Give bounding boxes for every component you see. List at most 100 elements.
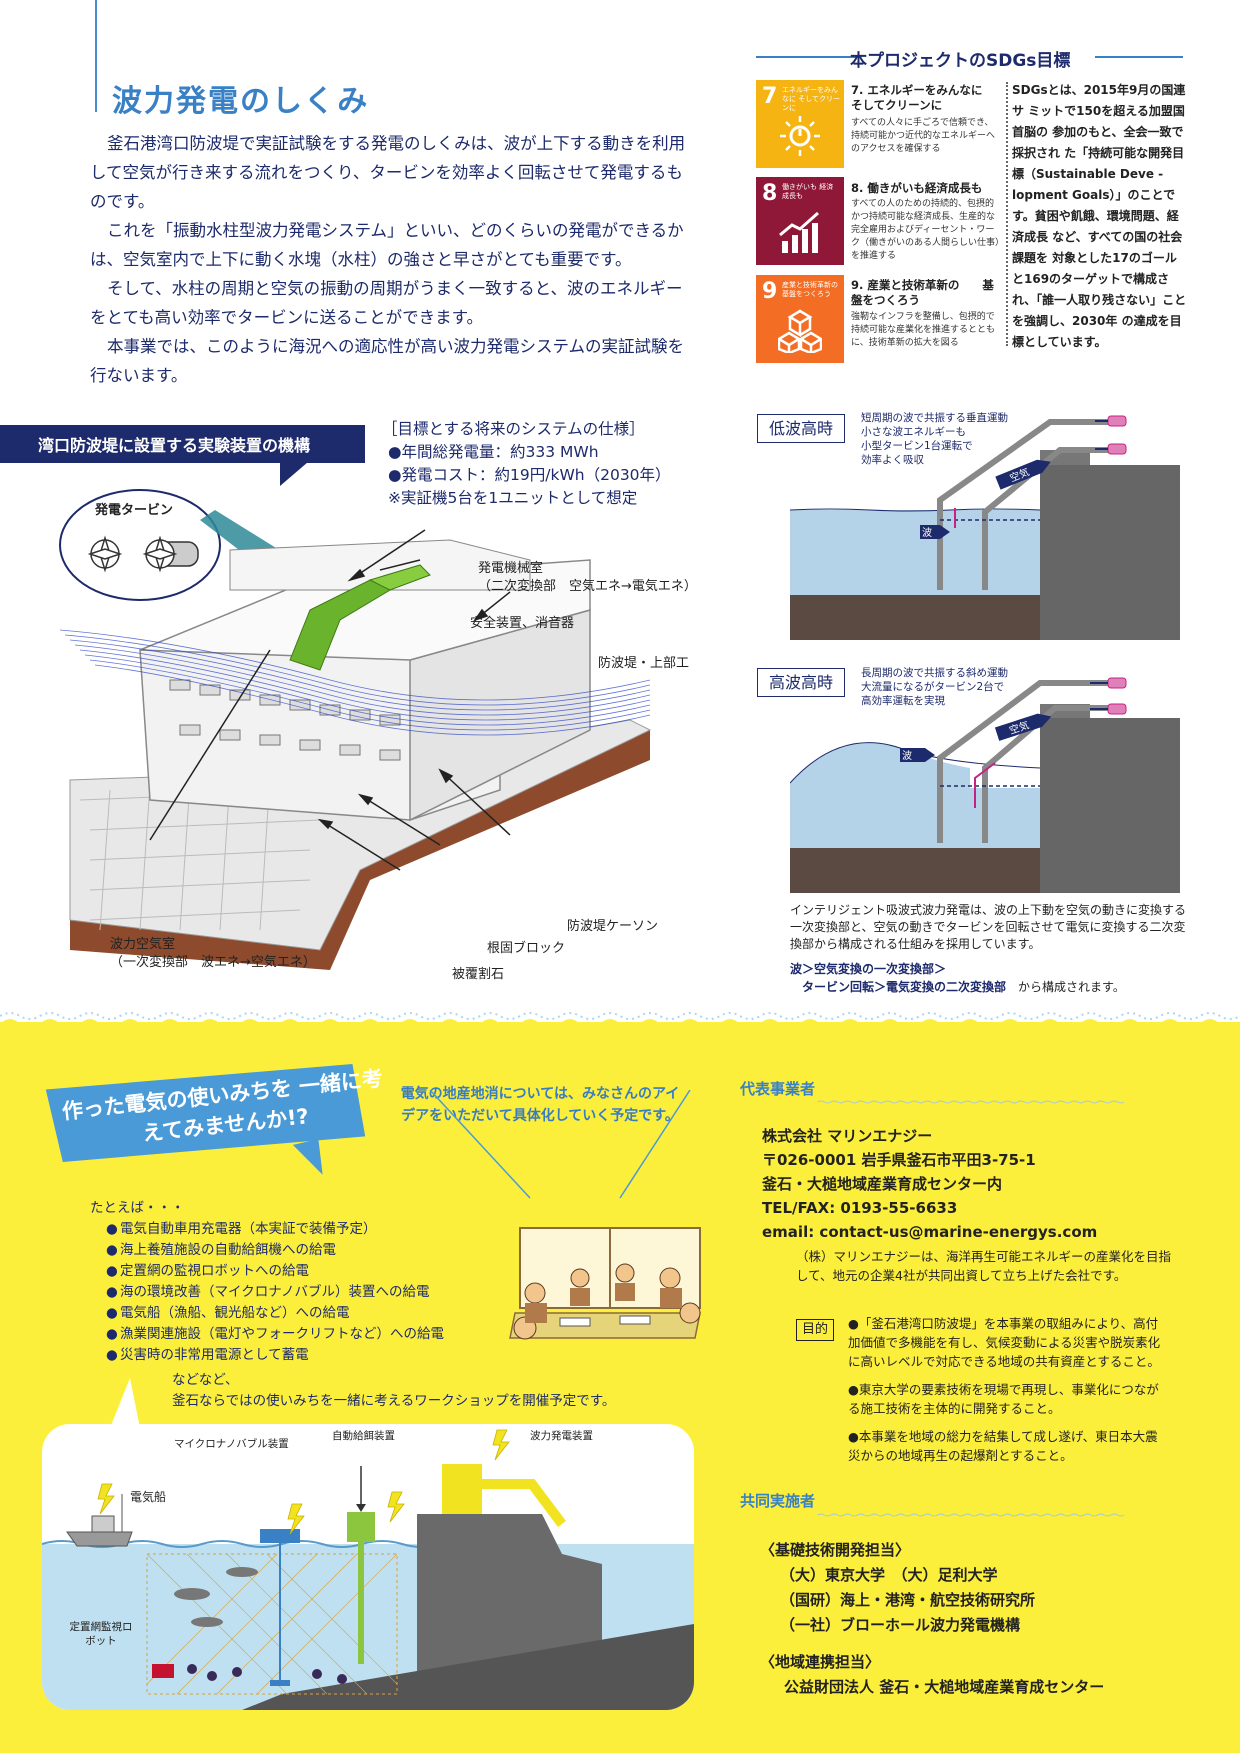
breakwater-diagram	[59, 489, 652, 970]
heading-wave-rule	[817, 1513, 1125, 1517]
partners-heading: 共同実施者	[740, 1492, 816, 1510]
company-address2: 釜石・大槌地域産業育成センター内	[762, 1175, 1003, 1193]
sdg-8-badge: 8 働きがいも 経済成長も	[756, 177, 844, 265]
sdg-7-badge: 7 エネルギーをみんなに そしてクリーンに	[756, 80, 844, 168]
turbine-icon	[87, 535, 199, 573]
purpose-item: ●東京大学の要素技術を現場で再現し、事業化につながる施工技術を主体的に開発するこ…	[848, 1382, 1159, 1416]
partners-list: 〈基礎技術開発担当〉 （大）東京大学 （大）足利大学 （国研）海上・港湾・航空技…	[760, 1538, 1104, 1700]
turbine-label: 発電タービン	[95, 503, 174, 518]
sea-scene-illustration	[42, 1429, 694, 1710]
summary-line: 波＞空気変換の一次変換部＞	[790, 962, 947, 976]
note-line: 効率よく吸収	[861, 454, 924, 466]
purpose-list: ●「釜石港湾口防波堤」を本事業の取組みにより、高付加価値で多機能を有し、気候変動…	[848, 1314, 1168, 1474]
sdg-heading-rule	[1095, 56, 1183, 58]
wave-explanation: インテリジェント吸波式波力発電は、波の上下動を空気の動きに変換する一次変換部と、…	[790, 903, 1187, 951]
spec-line: ●発電コスト：約19円/kWh（2030年）	[388, 466, 671, 484]
sdg-8-title: 8. 働きがいも経済成長も	[851, 181, 983, 195]
low-wave-diagram: 波 空気	[790, 415, 1180, 640]
tech-heading: 〈基礎技術開発担当〉	[760, 1541, 911, 1559]
region-partner: 公益財団法人 釜石・大槌地域産業育成センター	[784, 1678, 1105, 1696]
company-description: （株）マリンエナジーは、海洋再生可能エネルギーの産業化を目指して、地元の企業4社…	[796, 1249, 1172, 1283]
company-email[interactable]: email: contact-us@marine-energys.com	[762, 1223, 1098, 1241]
workshop-note: などなど、 釜石ならではの使いみちを一緒に考えるワークショップを開催予定です。	[172, 1370, 615, 1412]
low-wave-tag: 低波高時	[757, 414, 845, 443]
high-wave-diagram: 波 空気	[790, 677, 1180, 893]
wave-text: 波	[902, 749, 912, 762]
company-name: 株式会社 マリンエナジー	[762, 1127, 933, 1145]
workshop-illustration	[509, 1227, 701, 1340]
label-bubble-device: マイクロナノバブル装置	[174, 1438, 289, 1450]
label-safety: 安全装置、消音器	[470, 616, 575, 631]
wave-text: 波	[922, 526, 932, 539]
sdg-number: 7	[762, 84, 778, 109]
sdg-8-desc: すべての人のための持続的、包摂的かつ持続可能な経済成長、生産的な完全雇用およびデ…	[851, 199, 1000, 261]
cubes-icon	[778, 309, 822, 353]
wavy-divider	[0, 1012, 1240, 1034]
sdg-9-title: 9. 産業と技術革新の 基盤をつくろう	[851, 278, 994, 307]
label-machine-room: 発電機械室	[478, 561, 544, 576]
turbine-small-icon	[1095, 415, 1127, 455]
intro-text: 釜石港湾口防波堤で実証試験をする発電のしくみは、波が上下する動きを利用して空気が…	[90, 129, 690, 390]
sdg-number: 9	[762, 279, 778, 304]
label-feeder: 自動給餌装置	[332, 1430, 395, 1442]
example-item: 海の環境改善（マイクロナノバブル）装置への給電	[106, 1282, 444, 1303]
example-item: 漁業関連施設（電灯やフォークリフトなど）への給電	[106, 1324, 444, 1345]
tech-partner: （一社）ブローホール波力発電機構	[780, 1616, 1021, 1634]
device-callout-title: 湾口防波堤に設置する実験装置の機構	[38, 436, 311, 455]
summary-line: タービン回転＞電気変換の二次変換部	[802, 980, 1007, 994]
growth-chart-icon	[779, 211, 819, 253]
example-heading: たとえば・・・	[90, 1200, 185, 1216]
spec-title: ［目標とする将来のシステムの仕様］	[382, 420, 645, 438]
high-wave-note: 長周期の波で共振する斜め運動 大流量になるがタービン2台で 高効率運転を実現	[861, 666, 1008, 708]
label-robot: 定置網監視ロボット	[69, 1621, 133, 1647]
sdg-7-desc: すべての人々に手ごろで信頼でき、持続可能かつ近代的なエネルギーへのアクセスを確保…	[851, 118, 996, 154]
local-consumption-note: 電気の地産地消については、みなさんのアイデアをいただいて具体化していく予定です。	[400, 1086, 680, 1124]
company-heading: 代表事業者	[740, 1080, 816, 1098]
device-callout-box	[0, 425, 365, 463]
note-line: などなど、	[172, 1372, 239, 1388]
purpose-tag: 目的	[796, 1319, 834, 1341]
example-item: 電気自動車用充電器（本実証で装備予定）	[106, 1219, 444, 1240]
label-top-structure: 防波堤・上部工	[598, 656, 690, 671]
company-info: 株式会社 マリンエナジー 〒026-0001 岩手県釜石市平田3-75-1 釜石…	[762, 1124, 1097, 1244]
sdg-number: 8	[762, 181, 778, 206]
sdg-explanation: SDGsとは、2015年9月の国連サ ミットで150を超える加盟国首脳の 参加の…	[1012, 83, 1187, 349]
intro-paragraph: これを「振動水柱型波力発電システム」といい、どのくらいの発電ができるかは、空気室…	[90, 221, 684, 269]
example-item: 海上養殖施設の自動給餌機への給電	[106, 1240, 444, 1261]
tech-partner: （大）東京大学 （大）足利大学	[780, 1566, 998, 1584]
company-tel: TEL/FAX: 0193-55-6633	[762, 1199, 958, 1217]
example-item: 定置網の監視ロボットへの給電	[106, 1261, 444, 1282]
note-line: 小型タービン1台運転で	[861, 440, 973, 452]
speech-bubble	[45, 1064, 366, 1175]
company-address: 〒026-0001 岩手県釜石市平田3-75-1	[762, 1151, 1036, 1169]
example-item: 災害時の非常用電源として蓄電	[106, 1345, 444, 1366]
high-wave-tag: 高波高時	[757, 668, 845, 697]
label-boat: 電気船	[130, 1490, 167, 1504]
title-accent-line	[95, 0, 97, 112]
note-line: 小さな波エネルギーも	[861, 426, 966, 438]
sdg-badge-label: エネルギーをみんなに そしてクリーンに	[782, 86, 841, 112]
sdg-9-desc: 強靭なインフラを整備し、包摂的で持続可能な産業化を推進するとともに、技術革新の拡…	[851, 312, 996, 348]
label-air-chamber-sub: （一次変換部 波エネ→空気エネ）	[110, 955, 316, 970]
tech-partner: （国研）海上・港湾・航空技術研究所	[780, 1591, 1036, 1609]
heading-wave-rule	[817, 1100, 1125, 1104]
label-caisson: 防波堤ケーソン	[567, 919, 659, 934]
spec-line: ※実証機5台を1ユニットとして想定	[388, 489, 638, 507]
sdg-heading: 本プロジェクトのSDGs目標	[850, 51, 1071, 71]
label-rubble: 被覆割石	[452, 967, 505, 982]
spec-line: ●年間総発電量：約333 MWh	[388, 443, 599, 461]
purpose-item: ●本事業を地域の総力を結集して成し遂げ、東日本大震災からの地域再生の起爆剤とする…	[848, 1429, 1158, 1463]
sdg-heading-rule	[756, 56, 856, 58]
system-spec: ［目標とする将来のシステムの仕様］ ●年間総発電量：約333 MWh ●発電コス…	[382, 418, 671, 510]
intro-paragraph: そして、水柱の周期と空気の振動の周期がうまく一致すると、波のエネルギーをとても高…	[90, 279, 683, 327]
sun-power-icon	[780, 116, 820, 156]
label-wave-power: 波力発電装置	[530, 1430, 593, 1442]
sdg-badge-label: 産業と技術革新の 基盤をつくろう	[782, 281, 838, 298]
region-heading: 〈地域連携担当〉	[760, 1653, 881, 1671]
note-line: 大流量になるがタービン2台で	[861, 681, 1005, 693]
summary-line: から構成されます。	[1018, 980, 1125, 994]
sdg-7-title: 7. エネルギーをみんなに そしてクリーンに	[851, 83, 1006, 112]
note-line: 長周期の波で共振する斜め運動	[861, 667, 1008, 679]
purpose-item: ●「釜石港湾口防波堤」を本事業の取組みにより、高付加価値で多機能を有し、気候変動…	[848, 1316, 1161, 1369]
example-item: 電気船（漁船、観光船など）への給電	[106, 1303, 444, 1324]
